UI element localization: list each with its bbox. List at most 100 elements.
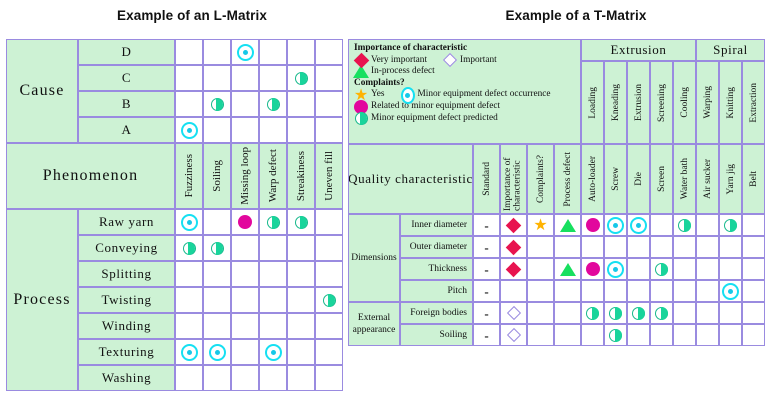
l-cause-cell-c-4[interactable] — [287, 65, 315, 91]
t-cell-inner-diameter-warping[interactable] — [696, 214, 719, 236]
t-cell-pitch-screening[interactable] — [650, 280, 673, 302]
l-process-cell-splitting-5[interactable] — [315, 261, 343, 287]
l-cause-cell-d-3[interactable] — [259, 39, 287, 65]
t-cell-pitch-importance-of-characteristic[interactable] — [500, 280, 527, 302]
l-process-cell-washing-3[interactable] — [259, 365, 287, 391]
t-cell-foreign-bodies-knitting[interactable] — [719, 302, 742, 324]
l-cause-cell-c-2[interactable] — [231, 65, 259, 91]
t-cell-thickness-process-defect[interactable] — [554, 258, 581, 280]
l-process-cell-winding-2[interactable] — [231, 313, 259, 339]
t-cell-inner-diameter-kneading[interactable] — [604, 214, 627, 236]
l-process-cell-raw-yarn-1[interactable] — [203, 209, 231, 235]
l-cause-cell-b-1[interactable] — [203, 91, 231, 117]
t-cell-outer-diameter-complaints-[interactable] — [527, 236, 554, 258]
l-process-cell-texturing-1[interactable] — [203, 339, 231, 365]
t-cell-soiling-complaints-[interactable] — [527, 324, 554, 346]
t-cell-thickness-complaints-[interactable] — [527, 258, 554, 280]
l-process-cell-twisting-4[interactable] — [287, 287, 315, 313]
t-cell-soiling-extrusion[interactable] — [627, 324, 650, 346]
t-cell-inner-diameter-complaints-[interactable]: ★ — [527, 214, 554, 236]
t-cell-thickness-importance-of-characteristic[interactable] — [500, 258, 527, 280]
t-cell-inner-diameter-standard[interactable]: - — [473, 214, 500, 236]
t-cell-soiling-standard[interactable]: - — [473, 324, 500, 346]
l-process-cell-twisting-3[interactable] — [259, 287, 287, 313]
l-process-cell-winding-3[interactable] — [259, 313, 287, 339]
l-process-cell-twisting-5[interactable] — [315, 287, 343, 313]
t-cell-foreign-bodies-complaints-[interactable] — [527, 302, 554, 324]
l-process-cell-splitting-1[interactable] — [203, 261, 231, 287]
l-process-cell-conveying-5[interactable] — [315, 235, 343, 261]
t-cell-pitch-knitting[interactable] — [719, 280, 742, 302]
l-process-cell-winding-4[interactable] — [287, 313, 315, 339]
t-cell-foreign-bodies-process-defect[interactable] — [554, 302, 581, 324]
l-process-cell-splitting-4[interactable] — [287, 261, 315, 287]
l-process-cell-raw-yarn-0[interactable] — [175, 209, 203, 235]
l-cause-cell-a-0[interactable] — [175, 117, 203, 143]
t-cell-foreign-bodies-extrusion[interactable] — [627, 302, 650, 324]
t-cell-pitch-complaints-[interactable] — [527, 280, 554, 302]
l-process-cell-winding-1[interactable] — [203, 313, 231, 339]
l-cause-cell-a-2[interactable] — [231, 117, 259, 143]
l-cause-cell-d-5[interactable] — [315, 39, 343, 65]
l-process-cell-winding-5[interactable] — [315, 313, 343, 339]
t-cell-foreign-bodies-kneading[interactable] — [604, 302, 627, 324]
t-cell-outer-diameter-standard[interactable]: - — [473, 236, 500, 258]
t-cell-pitch-process-defect[interactable] — [554, 280, 581, 302]
t-cell-thickness-cooling[interactable] — [673, 258, 696, 280]
t-cell-outer-diameter-knitting[interactable] — [719, 236, 742, 258]
t-cell-outer-diameter-importance-of-characteristic[interactable] — [500, 236, 527, 258]
t-cell-soiling-kneading[interactable] — [604, 324, 627, 346]
l-cause-cell-a-1[interactable] — [203, 117, 231, 143]
l-process-cell-washing-1[interactable] — [203, 365, 231, 391]
l-cause-cell-c-0[interactable] — [175, 65, 203, 91]
t-cell-pitch-loading[interactable] — [581, 280, 604, 302]
l-process-cell-raw-yarn-4[interactable] — [287, 209, 315, 235]
t-cell-soiling-extraction[interactable] — [742, 324, 765, 346]
l-cause-cell-c-3[interactable] — [259, 65, 287, 91]
l-process-cell-conveying-0[interactable] — [175, 235, 203, 261]
t-cell-thickness-standard[interactable]: - — [473, 258, 500, 280]
l-process-cell-splitting-0[interactable] — [175, 261, 203, 287]
l-process-cell-twisting-2[interactable] — [231, 287, 259, 313]
t-cell-inner-diameter-importance-of-characteristic[interactable] — [500, 214, 527, 236]
l-cause-cell-b-0[interactable] — [175, 91, 203, 117]
t-cell-pitch-extrusion[interactable] — [627, 280, 650, 302]
t-cell-inner-diameter-loading[interactable] — [581, 214, 604, 236]
t-cell-pitch-extraction[interactable] — [742, 280, 765, 302]
l-cause-cell-b-3[interactable] — [259, 91, 287, 117]
t-cell-foreign-bodies-screening[interactable] — [650, 302, 673, 324]
l-process-cell-washing-0[interactable] — [175, 365, 203, 391]
l-cause-cell-a-3[interactable] — [259, 117, 287, 143]
t-cell-thickness-extrusion[interactable] — [627, 258, 650, 280]
l-process-cell-washing-4[interactable] — [287, 365, 315, 391]
l-process-cell-twisting-1[interactable] — [203, 287, 231, 313]
t-cell-pitch-kneading[interactable] — [604, 280, 627, 302]
t-cell-soiling-loading[interactable] — [581, 324, 604, 346]
t-cell-outer-diameter-cooling[interactable] — [673, 236, 696, 258]
t-cell-outer-diameter-extrusion[interactable] — [627, 236, 650, 258]
t-cell-outer-diameter-loading[interactable] — [581, 236, 604, 258]
l-cause-cell-a-5[interactable] — [315, 117, 343, 143]
t-cell-pitch-standard[interactable]: - — [473, 280, 500, 302]
t-cell-thickness-kneading[interactable] — [604, 258, 627, 280]
t-cell-soiling-importance-of-characteristic[interactable] — [500, 324, 527, 346]
l-process-cell-texturing-3[interactable] — [259, 339, 287, 365]
t-cell-thickness-loading[interactable] — [581, 258, 604, 280]
t-cell-foreign-bodies-extraction[interactable] — [742, 302, 765, 324]
l-process-cell-texturing-0[interactable] — [175, 339, 203, 365]
t-cell-foreign-bodies-loading[interactable] — [581, 302, 604, 324]
t-cell-outer-diameter-extraction[interactable] — [742, 236, 765, 258]
t-cell-inner-diameter-extrusion[interactable] — [627, 214, 650, 236]
l-process-cell-washing-5[interactable] — [315, 365, 343, 391]
l-cause-cell-b-4[interactable] — [287, 91, 315, 117]
t-cell-pitch-cooling[interactable] — [673, 280, 696, 302]
t-cell-inner-diameter-cooling[interactable] — [673, 214, 696, 236]
t-cell-inner-diameter-extraction[interactable] — [742, 214, 765, 236]
l-cause-cell-d-0[interactable] — [175, 39, 203, 65]
t-cell-soiling-cooling[interactable] — [673, 324, 696, 346]
t-cell-soiling-knitting[interactable] — [719, 324, 742, 346]
l-process-cell-raw-yarn-2[interactable] — [231, 209, 259, 235]
l-process-cell-texturing-5[interactable] — [315, 339, 343, 365]
l-process-cell-conveying-1[interactable] — [203, 235, 231, 261]
t-cell-foreign-bodies-importance-of-characteristic[interactable] — [500, 302, 527, 324]
